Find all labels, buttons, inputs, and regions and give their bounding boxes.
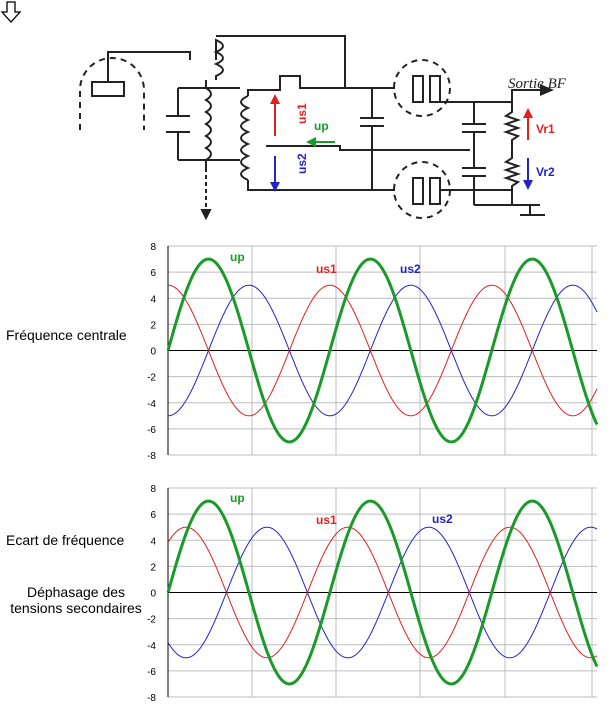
series-label-up: up: [230, 250, 245, 264]
resistor-vr1: [502, 102, 522, 150]
y-tick-label: 2: [150, 320, 156, 331]
vr2-label: Vr2: [536, 165, 555, 179]
diode-1-envelope: [393, 59, 451, 117]
y-tick-label: -2: [147, 615, 156, 626]
y-tick-label: 6: [150, 510, 156, 521]
input-tube-envelope: [79, 57, 145, 130]
series-label-up: up: [230, 491, 245, 505]
us1-schematic-label: us1: [295, 103, 309, 124]
input-tube-plate: [91, 81, 125, 97]
chart-center-frequency: -8 -6 -4 -2 0 2 4 6 8 up us1 us2: [147, 242, 599, 462]
secondary-coil: [240, 95, 251, 181]
series-label-us1: us1: [316, 262, 337, 276]
diode-2-cathode: [412, 177, 424, 205]
vr1-label: Vr1: [536, 122, 555, 136]
y-tick-label: -2: [147, 373, 156, 384]
primary-coil: [204, 87, 212, 161]
series-us1-line: [167, 284, 598, 417]
discriminator-schematic: Sortie BF us1 us2 up Vr1 Vr2: [79, 35, 567, 221]
down-arrow-icon: [0, 1, 22, 23]
y-tick-label: -6: [147, 425, 156, 436]
resistor-vr2: [502, 150, 522, 205]
y-tick-label: -8: [147, 451, 156, 462]
y-tick-label: 4: [150, 294, 156, 305]
phase-shift-line-2: tensions secondaires: [10, 600, 142, 616]
sortie-label: Sortie BF: [508, 76, 567, 92]
series-us2-line: [167, 284, 598, 417]
y-tick-label: 4: [150, 536, 156, 547]
series-label-us1: us1: [316, 513, 337, 527]
y-tick-label: 6: [150, 268, 156, 279]
phase-shift-line-1: Déphasage des: [26, 584, 126, 600]
y-tick-label: -8: [147, 693, 156, 704]
series-label-us2: us2: [400, 262, 421, 276]
frequency-offset-label: Ecart de fréquence: [6, 532, 125, 548]
series-up-line: [166, 499, 599, 686]
diode-1-cathode: [412, 75, 424, 103]
phase-shift-label: Déphasage des tensions secondaires: [6, 584, 146, 616]
series-label-us2: us2: [432, 512, 453, 526]
series-up-line: [166, 257, 599, 444]
us2-schematic-label: us2: [295, 153, 309, 174]
y-tick-label: 2: [150, 562, 156, 573]
series-us1-line: [167, 526, 598, 659]
y-tick-label: -4: [147, 399, 156, 410]
output-arrow: [540, 84, 554, 96]
y-tick-label: -6: [147, 667, 156, 678]
chart-frequency-offset: -8 -6 -4 -2 0 2 4 6 8 up us1 us2: [147, 484, 599, 704]
center-frequency-label: Fréquence centrale: [6, 327, 127, 343]
y-tick-label: 0: [150, 589, 156, 600]
y-tick-label: 8: [150, 242, 156, 253]
y-tick-label: 8: [150, 484, 156, 495]
up-schematic-label: up: [314, 119, 329, 133]
y-tick-label: -4: [147, 641, 156, 652]
y-tick-label: 0: [150, 347, 156, 358]
